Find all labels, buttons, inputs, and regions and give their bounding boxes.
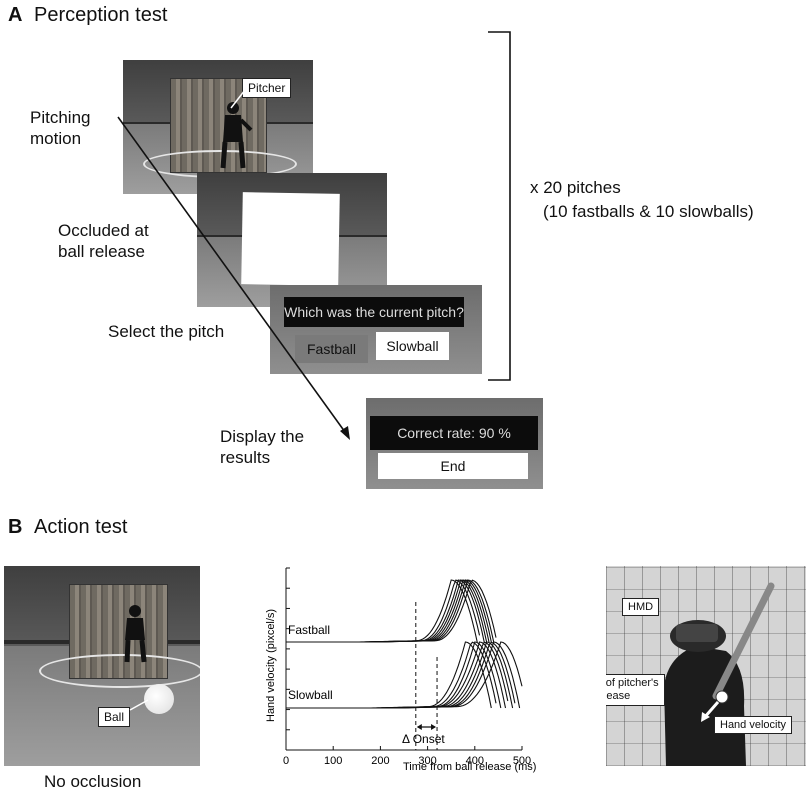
- section-a-title: Perception test: [34, 4, 168, 26]
- slowball-button[interactable]: Slowball: [376, 332, 449, 360]
- x-tick-label: 400: [466, 755, 484, 767]
- slowball-series-label: Slowball: [288, 688, 333, 702]
- x-tick-label: 300: [418, 755, 436, 767]
- hand-velocity-callout: Hand velocity: [714, 716, 793, 734]
- fastball-series-label: Fastball: [288, 623, 330, 637]
- slowball-trial-line: [286, 641, 523, 709]
- x-tick-label: 200: [371, 755, 389, 767]
- section-b-letter: B: [8, 516, 23, 538]
- signal-line1: signal of pitcher's: [606, 677, 659, 689]
- pitcher-callout-pointer: [230, 89, 246, 109]
- section-b-title: Action test: [34, 516, 128, 538]
- section-a-letter: A: [8, 4, 23, 26]
- repeat-bracket: [488, 31, 511, 381]
- repeat-count-label: x 20 pitches: [530, 178, 621, 197]
- pitching-motion-label: Pitching motion: [30, 107, 90, 149]
- pitch-composition-label: (10 fastballs & 10 slowballs): [543, 202, 754, 221]
- delta-onset-label: Δ Onset: [402, 732, 445, 746]
- y-axis-label: Hand velocity (pixcel/s): [265, 609, 277, 722]
- fastball-trial-line: [286, 579, 497, 643]
- display-results-label: Display the results: [220, 426, 304, 468]
- action-pitching-circle: [39, 654, 200, 688]
- question-panel: Which was the current pitch?: [284, 297, 464, 327]
- fastball-button[interactable]: Fastball: [295, 335, 368, 363]
- occluded-label: Occluded at ball release: [58, 220, 149, 262]
- x-tick-label: 500: [513, 755, 531, 767]
- hand-velocity-chart: 0 100 200 300 400 500 Fastball Slowball Time …: [265, 567, 536, 773]
- occluded-line1: Occluded at: [58, 221, 149, 240]
- pitching-motion-line2: motion: [30, 129, 82, 148]
- action-pitcher-figure: [124, 605, 147, 663]
- action-test-screen: Ball: [4, 566, 200, 766]
- delta-onset-arrowhead-left: [416, 724, 422, 730]
- pitcher-figure: [220, 102, 253, 169]
- select-pitch-screen: Which was the current pitch? Fastball Sl…: [270, 285, 482, 374]
- display-results-line2: results: [220, 448, 271, 467]
- chart-axes: 0 100 200 300 400 500: [283, 567, 531, 767]
- sequence-arrow: [117, 116, 350, 440]
- signal-callout: signal of pitcher's ball release: [606, 674, 665, 706]
- ball-callout: Ball: [98, 707, 131, 727]
- signal-line2: ball release: [606, 690, 631, 702]
- correct-rate-panel: Correct rate: 90 %: [370, 416, 538, 450]
- batter-photo: HMD signal of pitcher's ball release Han…: [606, 566, 806, 766]
- chart-lines: [286, 579, 523, 709]
- x-tick-label: 100: [324, 755, 342, 767]
- ball: [144, 684, 174, 714]
- occluded-line2: ball release: [58, 242, 145, 261]
- ball-callout-pointer: [129, 699, 149, 711]
- results-screen: Correct rate: 90 % End: [366, 398, 543, 489]
- pitching-motion-line1: Pitching: [30, 108, 91, 127]
- end-button[interactable]: End: [378, 453, 528, 479]
- batter-figure: [664, 582, 775, 766]
- select-pitch-label: Select the pitch: [108, 322, 225, 341]
- hmd-callout: HMD: [622, 598, 660, 616]
- x-axis-label: Time from ball release (ms): [403, 761, 536, 773]
- delta-onset-arrowhead-right: [431, 724, 437, 730]
- x-tick-label: 0: [283, 755, 289, 767]
- display-results-line1: Display the: [220, 427, 305, 446]
- no-occlusion-label: No occlusion: [44, 772, 142, 791]
- pitcher-callout: Pitcher: [242, 78, 292, 98]
